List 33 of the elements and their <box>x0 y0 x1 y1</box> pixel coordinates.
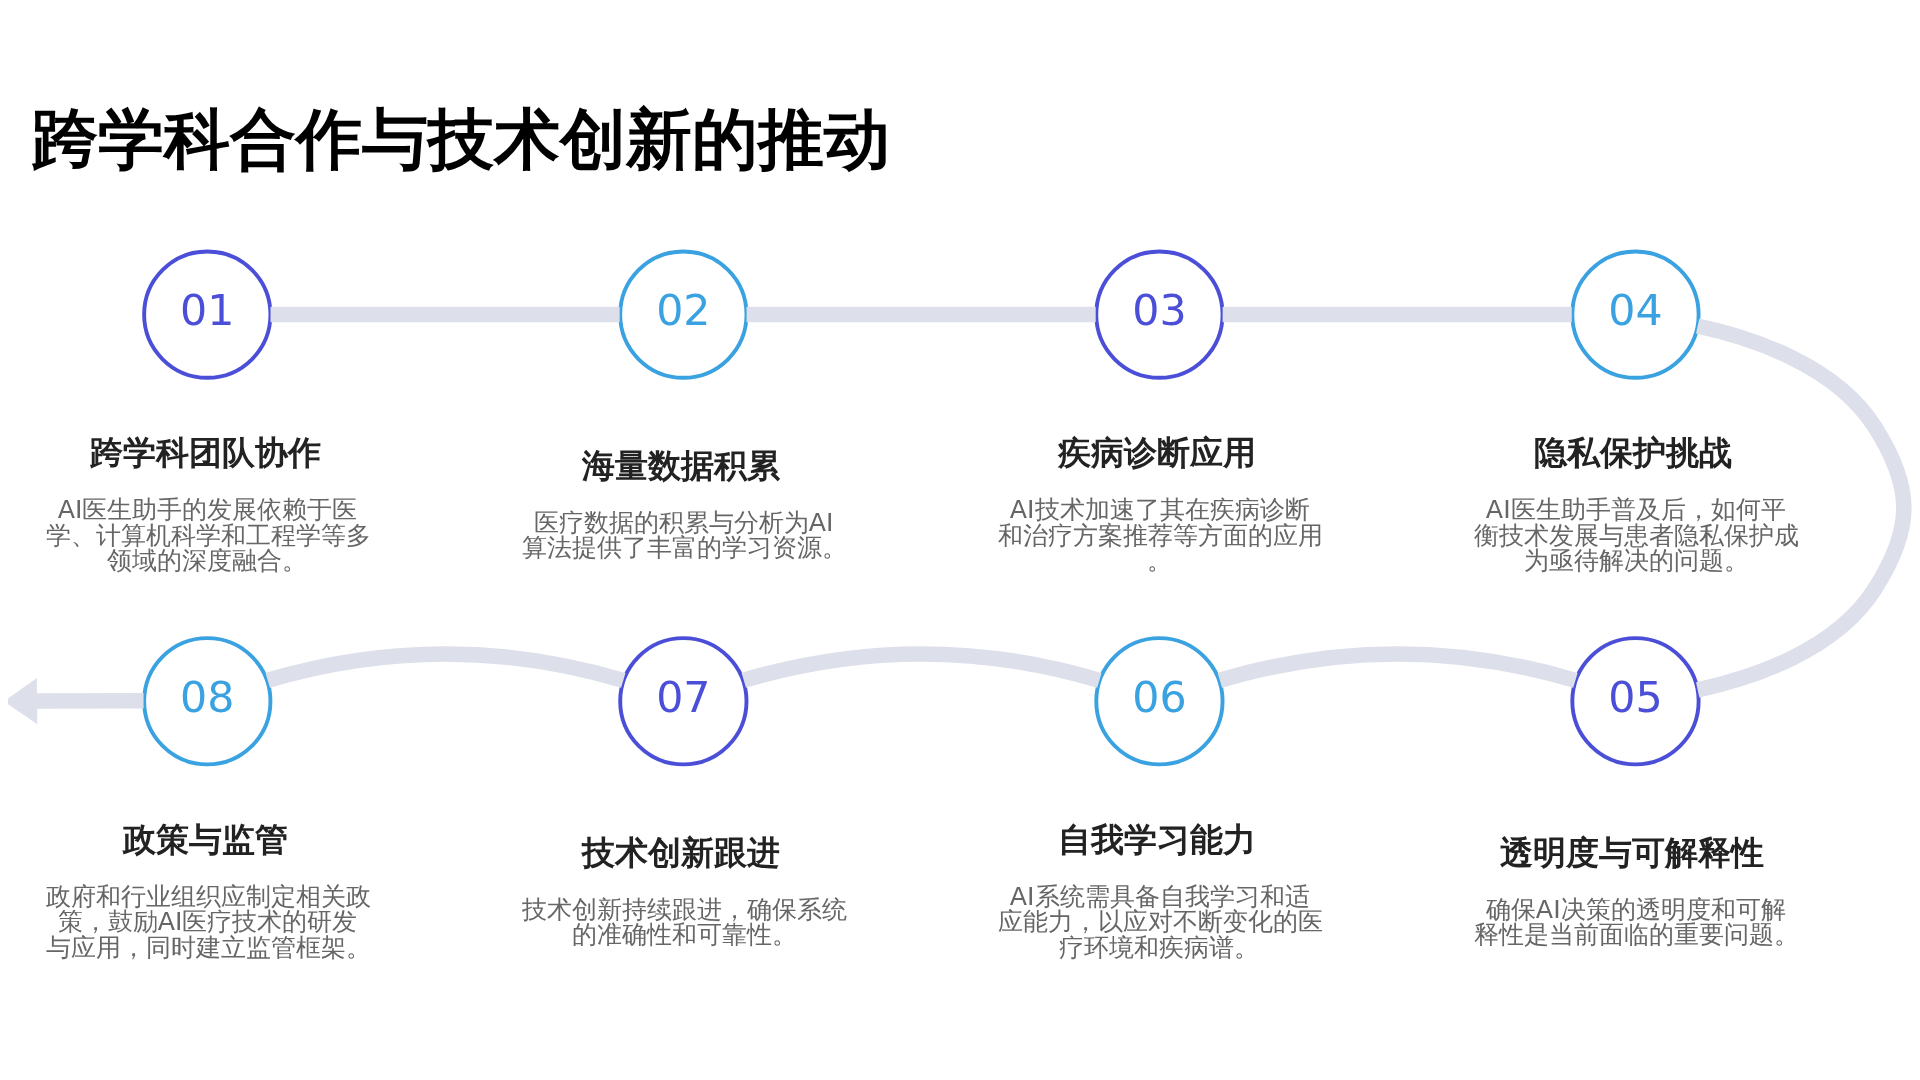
node-circle: 02 <box>618 249 749 380</box>
connector <box>741 646 1102 688</box>
node-label: 政府和行业组织应制定相关政策，鼓励AI医疗技术的研发与应用，同时建立监管框架。 <box>46 882 372 962</box>
node-label: 海量数据积累 <box>582 446 781 486</box>
connector <box>1222 306 1572 323</box>
connector <box>265 646 626 688</box>
node-circle: 01 <box>142 249 273 380</box>
node-circle: 08 <box>142 636 273 767</box>
node-circle: 06 <box>1094 636 1225 767</box>
node-circle: 04 <box>1570 249 1701 380</box>
node-label: 自我学习能力 <box>1058 820 1257 860</box>
node-label: 跨学科团队协作 <box>89 433 321 473</box>
node-circle: 05 <box>1570 636 1701 767</box>
connector <box>1695 318 1912 698</box>
connector <box>1217 646 1578 688</box>
node-circle: 07 <box>618 636 749 767</box>
arrow <box>8 677 144 725</box>
node-label: 隐私保护挑战 <box>1534 433 1733 473</box>
node-label: 确保AI决策的透明度和可解释性是当前面临的重要问题。 <box>1474 894 1800 949</box>
node-label: 医疗数据的积累与分析为AI算法提供了丰富的学习资源。 <box>522 508 848 563</box>
node-label: 透明度与可解释性 <box>1500 832 1765 872</box>
diagram-title: 跨学科合作与技术创新的推动 <box>31 101 890 179</box>
node-label: AI医生助手普及后，如何平衡技术发展与患者隐私保护成为亟待解决的问题。 <box>1474 495 1800 575</box>
node-label: AI技术加速了其在疾病诊断和治疗方案推荐等方面的应用。 <box>998 495 1324 575</box>
node-label: AI系统需具备自我学习和适应能力，以应对不断变化的医疗环境和疾病谱。 <box>998 882 1324 962</box>
node-label: 技术创新持续跟进，确保系统的准确性和可靠性。 <box>522 894 848 949</box>
connector <box>746 306 1096 323</box>
node-circle: 03 <box>1094 249 1225 380</box>
node-label: 技术创新跟进 <box>582 832 781 872</box>
node-label: AI医生助手的发展依赖于医学、计算机科学和工程学等多领域的深度融合。 <box>46 495 372 575</box>
node-label: 政策与监管 <box>122 820 288 860</box>
node-label: 疾病诊断应用 <box>1058 433 1257 473</box>
connector <box>270 306 620 323</box>
